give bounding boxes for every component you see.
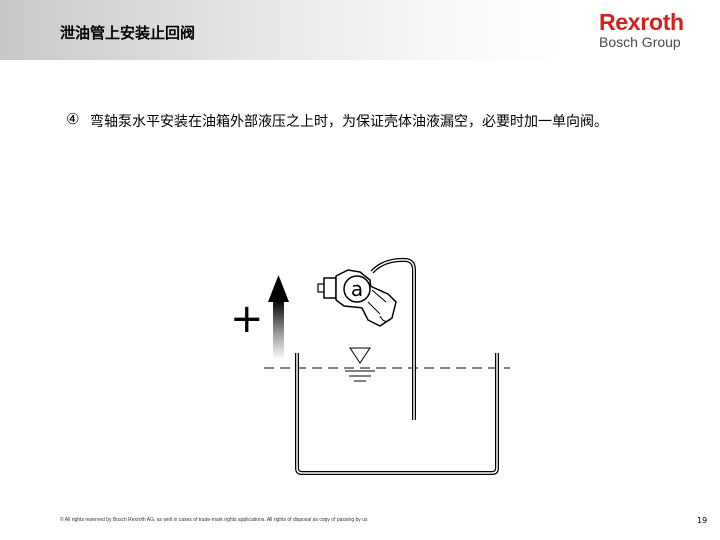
drain-pipe: [370, 257, 416, 420]
bent-axis-pump: a: [317, 269, 397, 327]
plus-symbol: +: [230, 296, 264, 342]
bullet-number: ④: [66, 110, 80, 128]
bullet-text: 弯轴泵水平安装在油箱外部液压之上时，为保证壳体油液漏空，必要时加一单向阀。: [90, 114, 608, 130]
page-title: 泄油管上安装止回阀: [60, 24, 196, 42]
oil-tank: [295, 353, 499, 475]
fluid-level-icon: [345, 347, 375, 382]
page-number: 19: [697, 516, 708, 525]
logo-sub-text: Bosch Group: [599, 34, 681, 50]
logo-brand-text: Rexroth: [599, 9, 684, 35]
rexroth-logo: [567, 0, 707, 60]
pump-installation-diagram: + a: [230, 257, 510, 475]
footer-copyright: © All rights reserved by Bosch Rexroth A…: [60, 517, 368, 523]
pump-label: a: [351, 277, 363, 301]
up-arrow-icon: [268, 275, 289, 360]
